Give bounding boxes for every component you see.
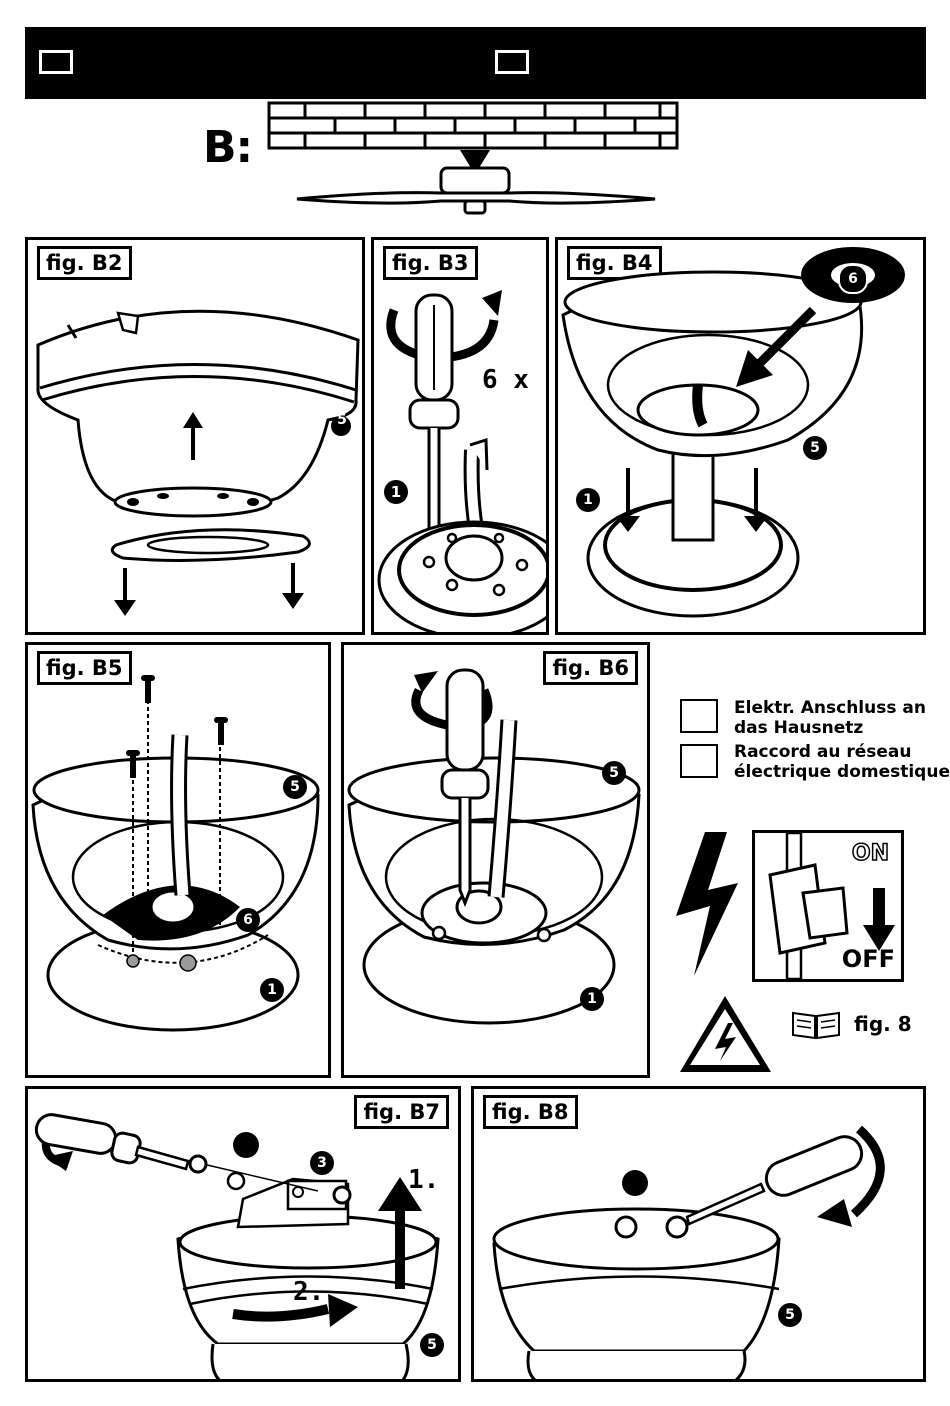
panel-fig-b6: fig. B6 5 1 xyxy=(341,642,650,1078)
part-number-badge: 1 xyxy=(580,987,604,1011)
panel-fig-b5: fig. B5 5 6 1 xyxy=(25,642,331,1078)
part-number-badge: 1 xyxy=(576,488,600,512)
panel-fig-b7: fig. B7 3 5 1. 2. xyxy=(25,1086,461,1382)
part-number-badge: 1 xyxy=(260,978,284,1002)
instruction-french: Raccord au réseau électrique domestique xyxy=(734,742,950,782)
part-number-badge: 5 xyxy=(334,412,350,428)
part-number-badge: 5 xyxy=(778,1303,802,1327)
panel-fig-b3: fig. B3 6 x 1 xyxy=(371,237,549,635)
instruction-german-line2: das Hausnetz xyxy=(734,718,926,738)
switch-on-label: ON xyxy=(852,841,889,866)
ceiling-fan-overview-icon xyxy=(265,100,685,220)
language-checkbox-1 xyxy=(39,50,73,74)
screw-tightening-diagram xyxy=(344,645,650,1078)
step-two-label: 2. xyxy=(293,1277,324,1307)
screw-mounting-plate-diagram xyxy=(374,240,549,635)
gasket-placement-diagram xyxy=(558,240,926,635)
instruction-french-line1: Raccord au réseau xyxy=(734,742,950,762)
manual-book-icon xyxy=(790,1008,842,1042)
instruction-german: Elektr. Anschluss an das Hausnetz xyxy=(734,698,926,738)
french-checkbox xyxy=(680,744,718,778)
screw-fastening-diagram xyxy=(28,645,331,1078)
part-number-badge: 5 xyxy=(803,436,827,460)
electrical-warning-icon xyxy=(678,993,773,1075)
panel-fig-b2: fig. B2 5 xyxy=(25,237,365,635)
canopy-tighten-diagram xyxy=(474,1089,926,1382)
part-number-badge: 5 xyxy=(283,775,307,799)
step-one-label: 1. xyxy=(408,1165,439,1195)
language-checkbox-2 xyxy=(495,50,529,74)
canopy-attach-diagram xyxy=(28,1089,461,1382)
part-number-badge: 1 xyxy=(384,480,408,504)
instruction-french-line2: électrique domestique xyxy=(734,762,950,782)
lightning-bolt-icon xyxy=(672,828,742,980)
panel-fig-b4: fig. B4 6 5 1 xyxy=(555,237,926,635)
header-bar xyxy=(25,27,926,99)
instruction-german-line1: Elektr. Anschluss an xyxy=(734,698,926,718)
part-number-badge: 5 xyxy=(602,761,626,785)
power-switch-panel: ON OFF xyxy=(752,830,904,982)
panel-fig-b8: fig. B8 5 xyxy=(471,1086,926,1382)
canopy-removal-diagram xyxy=(28,240,365,635)
part-number-badge: 6 xyxy=(838,264,868,294)
part-number-badge: 6 xyxy=(236,908,260,932)
repeat-count-label: 6 x xyxy=(482,365,529,395)
section-letter: B: xyxy=(203,122,252,173)
manual-reference-label: fig. 8 xyxy=(854,1012,912,1036)
switch-off-label: OFF xyxy=(842,945,895,973)
part-number-badge: 3 xyxy=(310,1151,334,1175)
part-number-badge: 5 xyxy=(420,1333,444,1357)
german-checkbox xyxy=(680,699,718,733)
